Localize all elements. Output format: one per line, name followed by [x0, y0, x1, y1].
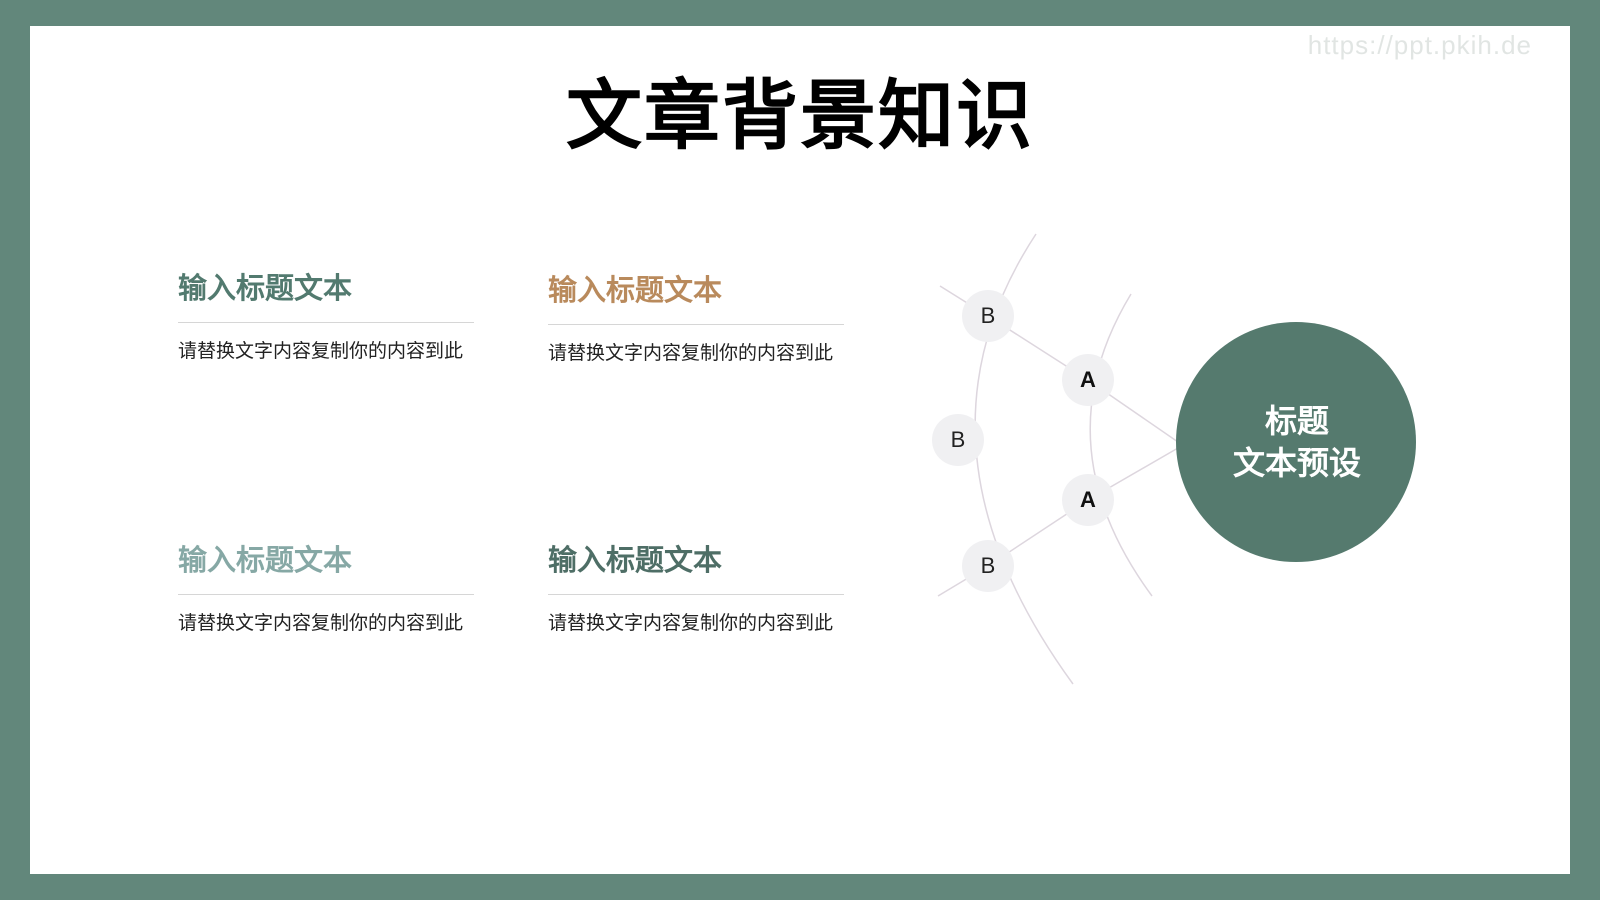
card-description: 请替换文字内容复制你的内容到此 [548, 612, 834, 634]
card-title: 输入标题文本 [548, 273, 723, 307]
card-title: 输入标题文本 [178, 543, 353, 577]
hub-label-line2: 文本预设 [1232, 444, 1361, 482]
info-card-2: 输入标题文本 请替换文字内容复制你的内容到此 [548, 270, 853, 367]
inner-node-circle [1062, 354, 1114, 406]
card-divider [548, 324, 844, 325]
hub-circle [1176, 322, 1416, 562]
outer-node-label: B [980, 303, 996, 328]
outer-node-label: B [980, 553, 996, 578]
radial-diagram [932, 233, 1416, 685]
card-description: 请替换文字内容复制你的内容到此 [178, 340, 464, 362]
inner-arc [1089, 293, 1153, 597]
inner-node-circle [1062, 474, 1114, 526]
card-divider [178, 594, 474, 595]
slide-canvas: https://ppt.pkih.de 文章背景知识 输入标题文本 请替换文字内… [30, 26, 1570, 874]
card-description: 请替换文字内容复制你的内容到此 [548, 342, 834, 364]
inner-node-label: A [1080, 487, 1096, 512]
watermark: https://ppt.pkih.de [1307, 30, 1532, 60]
outer-node-circle [962, 290, 1014, 342]
info-card-1: 输入标题文本 请替换文字内容复制你的内容到此 [178, 268, 483, 365]
info-card-3: 输入标题文本 请替换文字内容复制你的内容到此 [178, 540, 483, 637]
info-card-4: 输入标题文本 请替换文字内容复制你的内容到此 [548, 540, 853, 637]
card-divider [178, 322, 474, 323]
card-title: 输入标题文本 [548, 543, 723, 577]
card-title: 输入标题文本 [178, 271, 353, 305]
outer-node-circle [962, 540, 1014, 592]
hub-label-line1: 标题 [1264, 402, 1329, 440]
card-description: 请替换文字内容复制你的内容到此 [178, 612, 464, 634]
page-title: 文章背景知识 [566, 71, 1034, 160]
outer-node-circle [932, 414, 984, 466]
hub-label: 标题 文本预设 [1177, 322, 1417, 562]
outer-node-label: B [950, 427, 966, 452]
card-divider [548, 594, 844, 595]
inner-node-label: A [1080, 367, 1096, 392]
